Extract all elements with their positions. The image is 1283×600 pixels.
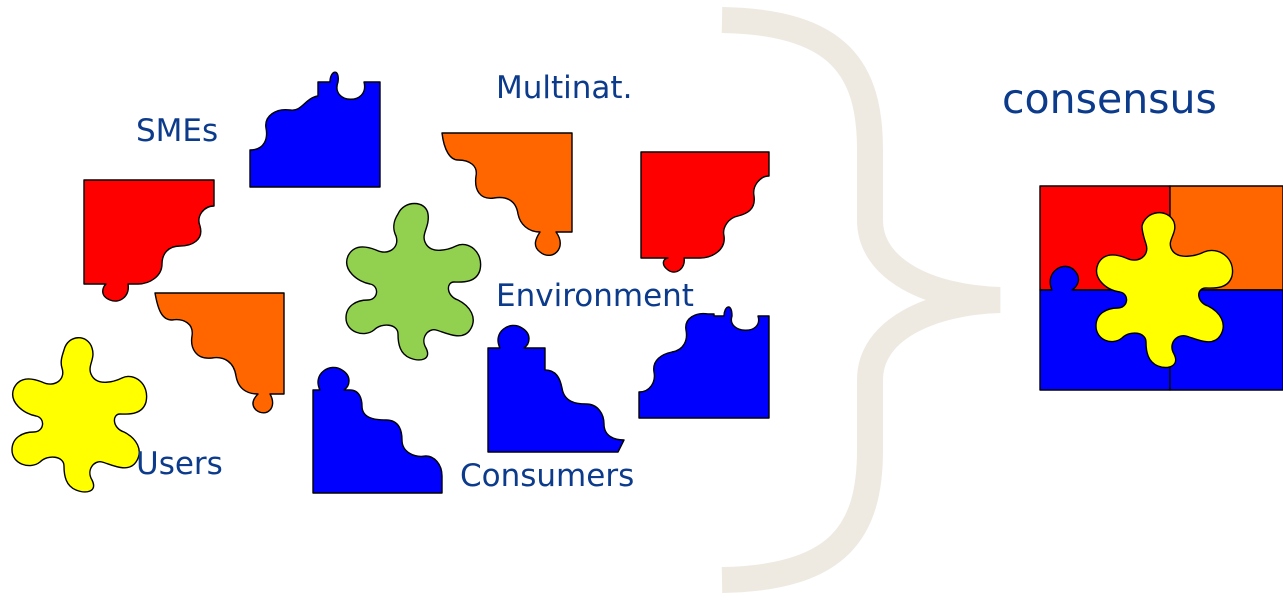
label-smes: SMEs: [136, 113, 218, 149]
assembled-puzzle: [1039, 185, 1283, 391]
label-consensus: consensus: [1002, 75, 1217, 123]
environment-green-piece: [345, 202, 482, 361]
right-red-piece: [640, 151, 770, 273]
left-red-piece: [83, 179, 215, 302]
assembled-yellow-center: [1095, 212, 1234, 369]
label-environment: Environment: [496, 278, 694, 314]
curly-brace: [721, 7, 1001, 593]
multinat-orange-piece: [441, 132, 573, 257]
bottom-blue-piece: [312, 366, 443, 494]
consumers-blue-piece: [487, 324, 625, 453]
label-consumers: Consumers: [460, 458, 634, 494]
label-multinat: Multinat.: [496, 70, 632, 106]
mid-orange-piece: [154, 292, 285, 414]
right-blue-piece: [638, 306, 770, 419]
users-yellow-piece: [11, 337, 148, 493]
label-users: Users: [136, 446, 223, 482]
sme-blue-piece: [249, 71, 381, 188]
